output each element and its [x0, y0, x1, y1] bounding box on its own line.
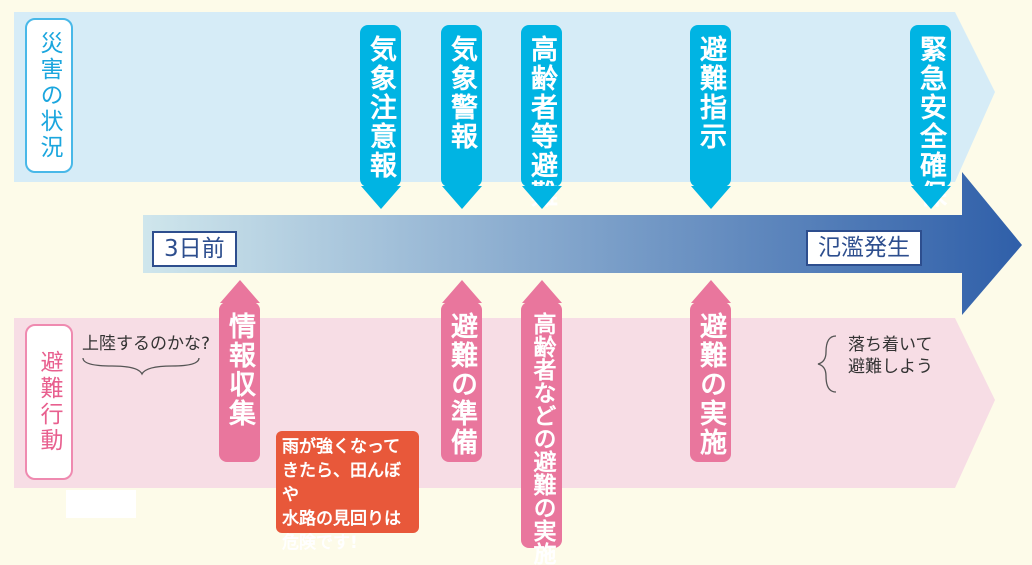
tag-evacuation-action-text: 避難の実施 — [695, 312, 726, 457]
tag-evacuation-order-text: 避難指示 — [695, 35, 726, 151]
right-brace — [817, 335, 837, 393]
timeline-start-label: 3日前 — [152, 231, 237, 267]
action-row-label-text: 避難行動 — [36, 350, 62, 454]
tag-evacuation-action: 避難の実施 — [690, 280, 731, 462]
tag-emergency-safety-text: 緊急安全確保 — [915, 35, 946, 209]
timeline-end-label: 氾濫発生 — [806, 230, 922, 266]
timeline-arrow — [143, 172, 1022, 315]
tag-elderly-evacuation-action: 高齢者などの避難の実施 — [521, 280, 562, 565]
action-row-label: 避難行動 — [25, 324, 73, 480]
warning-box: 雨が強くなって きたら、田んぼや 水路の見回りは 危険です! — [276, 431, 419, 553]
left-brace — [82, 357, 200, 376]
tag-weather-warning: 気象警報 — [441, 25, 482, 209]
tag-elderly-evacuation: 高齢者等避難 — [521, 25, 562, 209]
tag-info-gathering: 情報収集 — [219, 280, 260, 462]
band-graphics — [14, 12, 1022, 518]
tag-elderly-evacuation-text: 高齢者等避難 — [526, 35, 557, 209]
tag-evacuation-prep-text: 避難の準備 — [446, 312, 477, 457]
left-thought-note: 上陸するのかな? — [82, 334, 211, 354]
tag-evacuation-order: 避難指示 — [690, 25, 731, 209]
situation-row-label: 災害の状況 — [25, 18, 73, 173]
tag-weather-warning-text: 気象警報 — [446, 35, 477, 151]
right-thought-line1: 落ち着いて — [848, 335, 933, 355]
tag-weather-advisory-text: 気象注意報 — [365, 35, 396, 180]
tag-weather-advisory: 気象注意報 — [360, 25, 401, 209]
situation-band — [14, 12, 995, 182]
situation-row-label-text: 災害の状況 — [36, 30, 62, 161]
tag-info-gathering-text: 情報収集 — [224, 312, 255, 428]
tag-evacuation-prep: 避難の準備 — [441, 280, 482, 462]
tag-elderly-evacuation-action-text: 高齢者などの避難の実施 — [529, 312, 555, 565]
tag-emergency-safety: 緊急安全確保 — [910, 25, 951, 209]
white-patch — [66, 490, 136, 518]
right-thought-line2: 避難しよう — [848, 357, 933, 377]
